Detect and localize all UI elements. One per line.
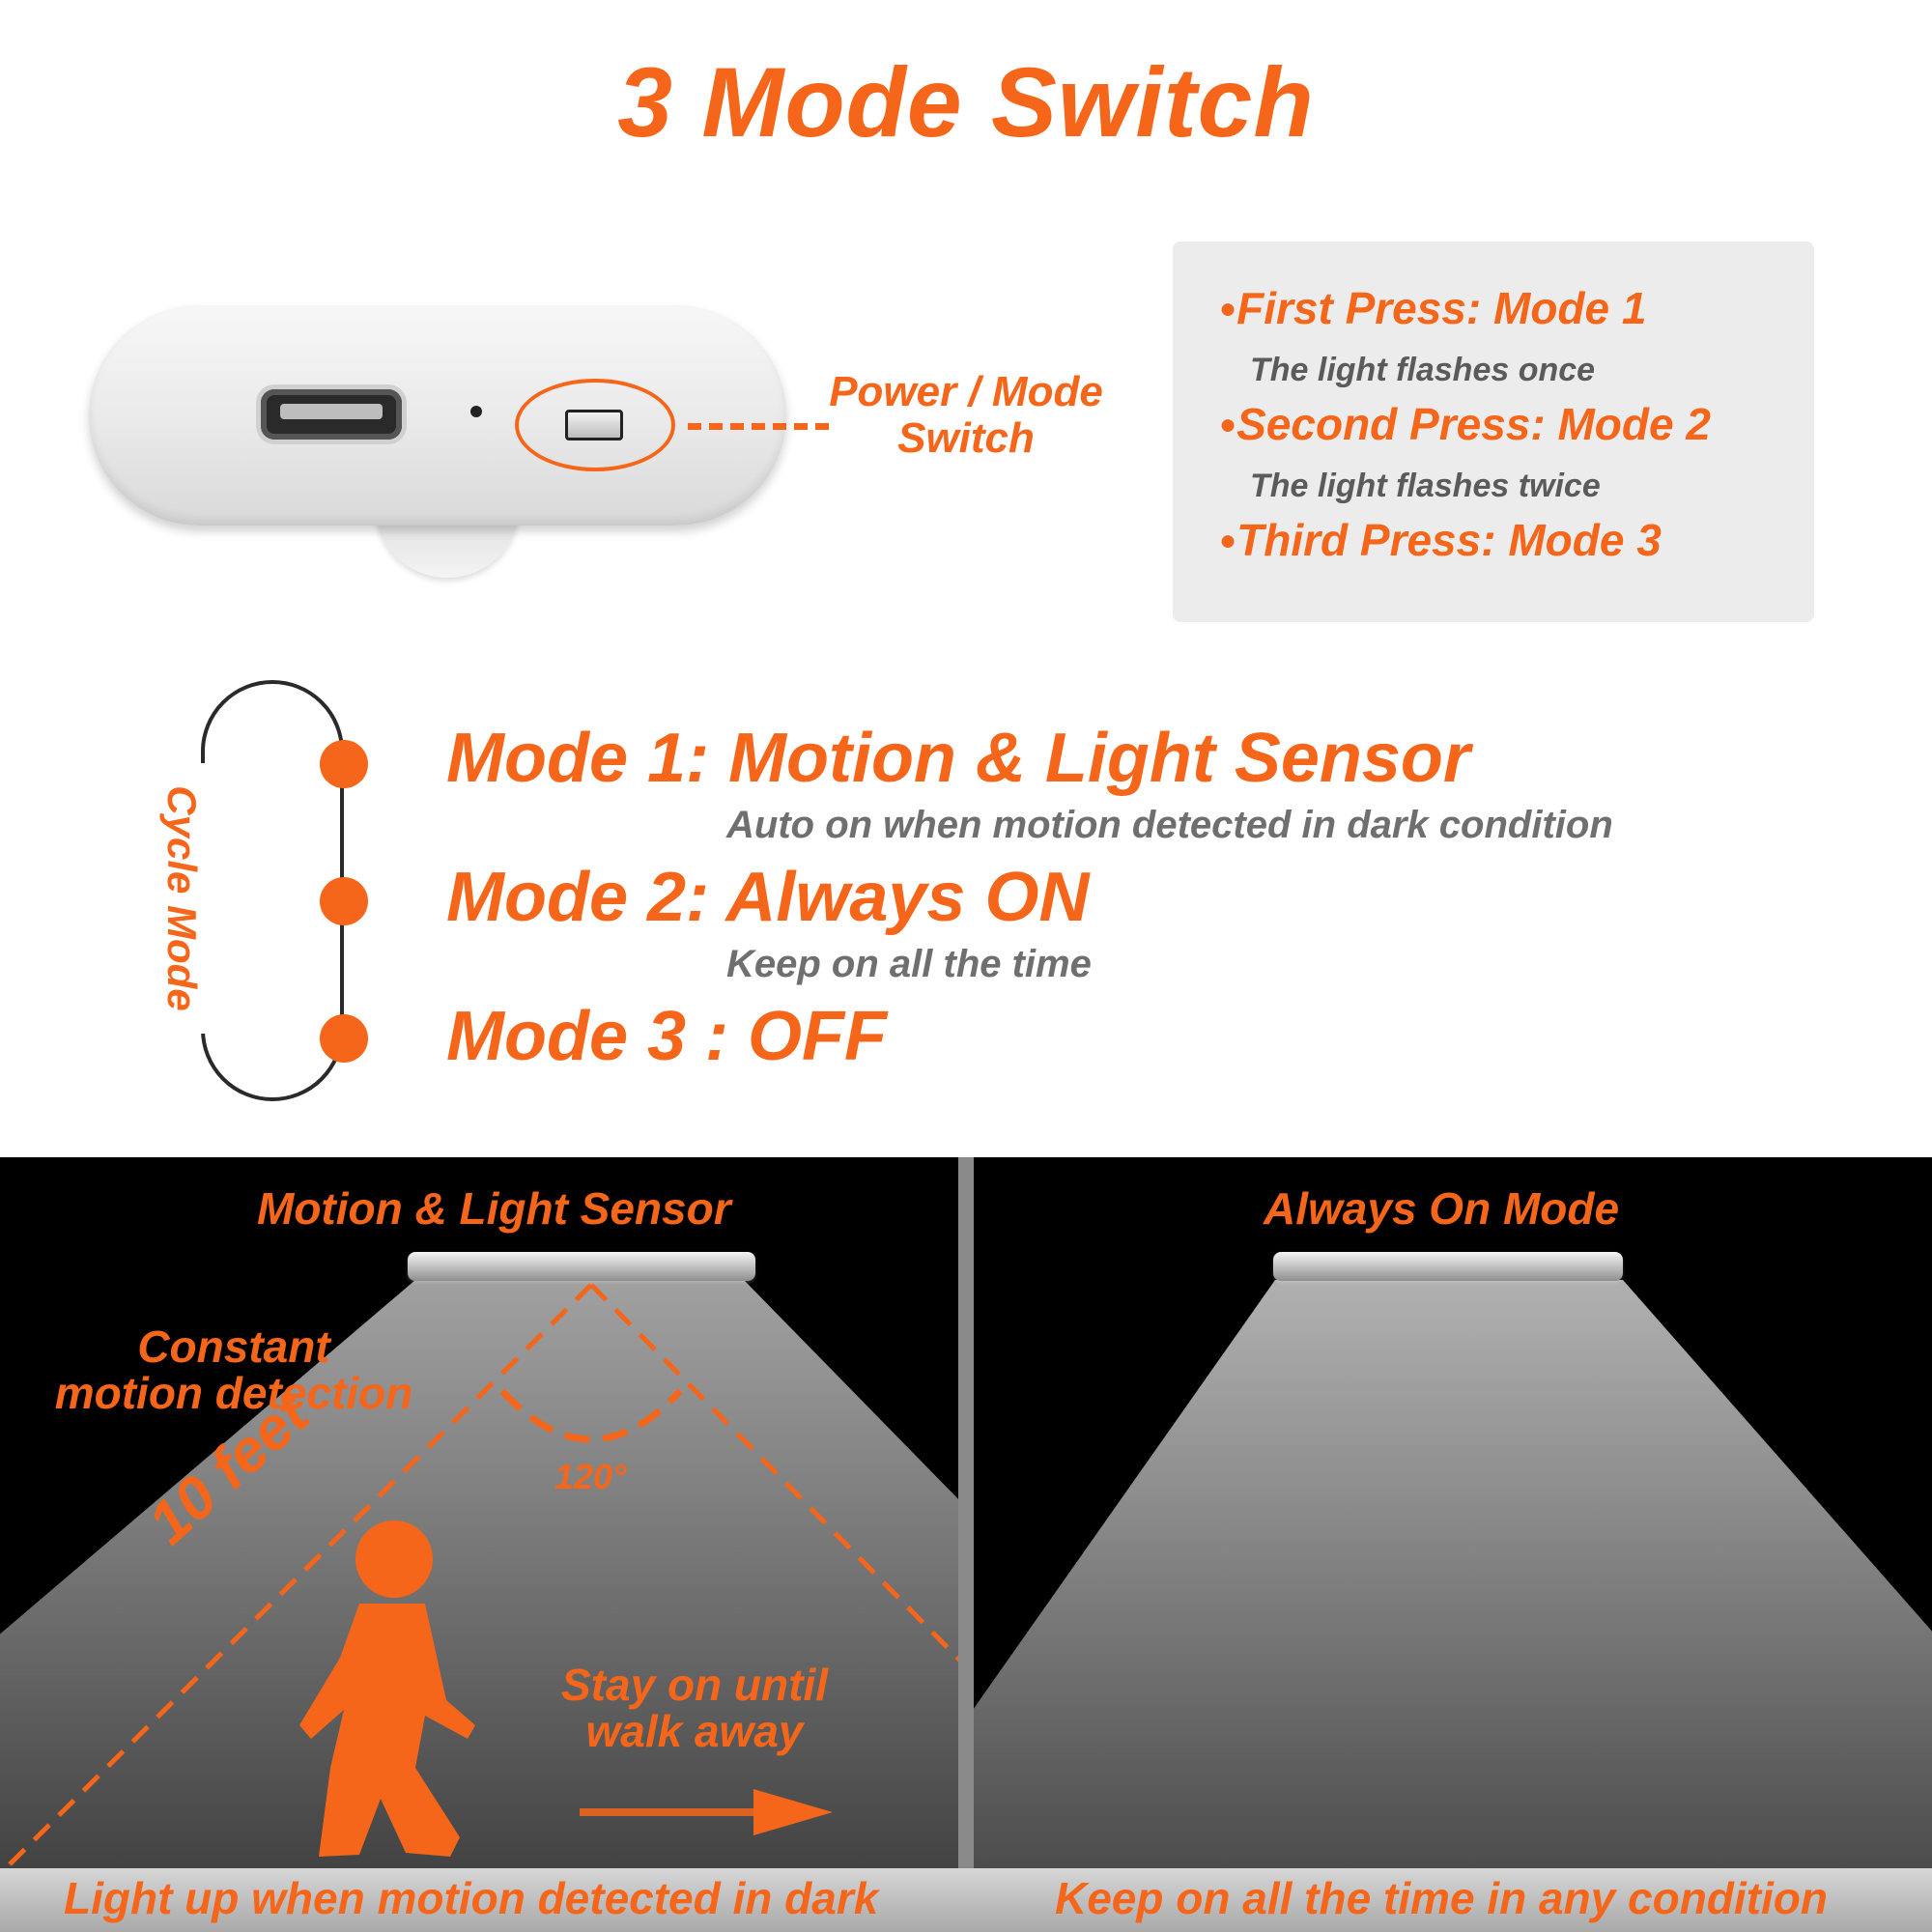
right-caption: Keep on all the time in any condition — [1055, 1873, 1828, 1923]
switch-label-line2: Switch — [897, 414, 1035, 462]
mode1-title: Mode 1: Motion & Light Sensor — [446, 720, 1470, 797]
light-beam-right — [974, 1280, 1932, 1868]
bullet-icon: ● — [1219, 293, 1237, 325]
cycle-dot-mode2 — [320, 877, 368, 925]
constant-line2: motion detection — [54, 1368, 413, 1418]
constant-line1: Constant — [137, 1321, 330, 1372]
press-item-2-label: Second Press: Mode 2 — [1236, 399, 1711, 449]
left-caption: Light up when motion detected in dark — [64, 1873, 879, 1923]
light-bar-left — [408, 1252, 755, 1281]
switch-callout-line — [688, 423, 829, 430]
press-item-1-label: First Press: Mode 1 — [1236, 283, 1647, 333]
power-mode-switch-button[interactable] — [565, 410, 623, 440]
cycle-dot-mode3 — [320, 1014, 368, 1063]
panel-divider — [958, 1157, 974, 1932]
mode2-title: Mode 2: Always ON — [446, 859, 1090, 936]
mode1-desc: Auto on when motion detected in dark con… — [726, 804, 1613, 846]
press-item-3-label: Third Press: Mode 3 — [1236, 515, 1662, 565]
detection-line-right — [589, 1283, 958, 1662]
light-beam-left — [0, 1280, 958, 1868]
press-instructions-box — [1173, 242, 1814, 622]
angle-label: 120° — [554, 1457, 627, 1496]
angle-arc — [499, 1388, 683, 1443]
stay-line1: Stay on until — [561, 1660, 828, 1710]
switch-highlight-ring — [515, 379, 675, 471]
cycle-loop-gap — [193, 763, 213, 1034]
motion-sensor-panel-title: Motion & Light Sensor — [257, 1183, 731, 1234]
switch-label-line1: Power / Mode — [829, 368, 1103, 415]
light-bar-right — [1273, 1252, 1623, 1281]
cycle-dot-mode1 — [320, 740, 368, 788]
indicator-led — [470, 406, 482, 417]
press-item-3: ●Third Press: Mode 3 — [1219, 514, 1662, 566]
press-item-1-desc: The light flashes once — [1250, 352, 1596, 388]
bullet-icon: ● — [1219, 525, 1237, 556]
usb-port-tongue — [280, 404, 383, 419]
bullet-icon: ● — [1219, 409, 1237, 440]
caption-strip — [0, 1868, 1932, 1932]
page-title: 3 Mode Switch — [617, 47, 1315, 157]
walking-person-icon — [299, 1520, 475, 1857]
switch-callout-label: Power / Mode Switch — [813, 369, 1119, 462]
always-on-panel-title: Always On Mode — [1264, 1183, 1620, 1234]
arrow-right-icon — [580, 1789, 833, 1835]
mode3-title: Mode 3 : OFF — [446, 998, 887, 1075]
press-item-1: ●First Press: Mode 1 — [1219, 282, 1646, 334]
press-item-2-desc: The light flashes twice — [1250, 468, 1601, 504]
stay-on-label: Stay on until walk away — [545, 1662, 844, 1754]
stay-line2: walk away — [585, 1706, 804, 1756]
press-item-2: ●Second Press: Mode 2 — [1219, 398, 1711, 450]
mode2-desc: Keep on all the time — [726, 943, 1092, 985]
constant-detection-label: Constant motion detection — [44, 1323, 423, 1416]
